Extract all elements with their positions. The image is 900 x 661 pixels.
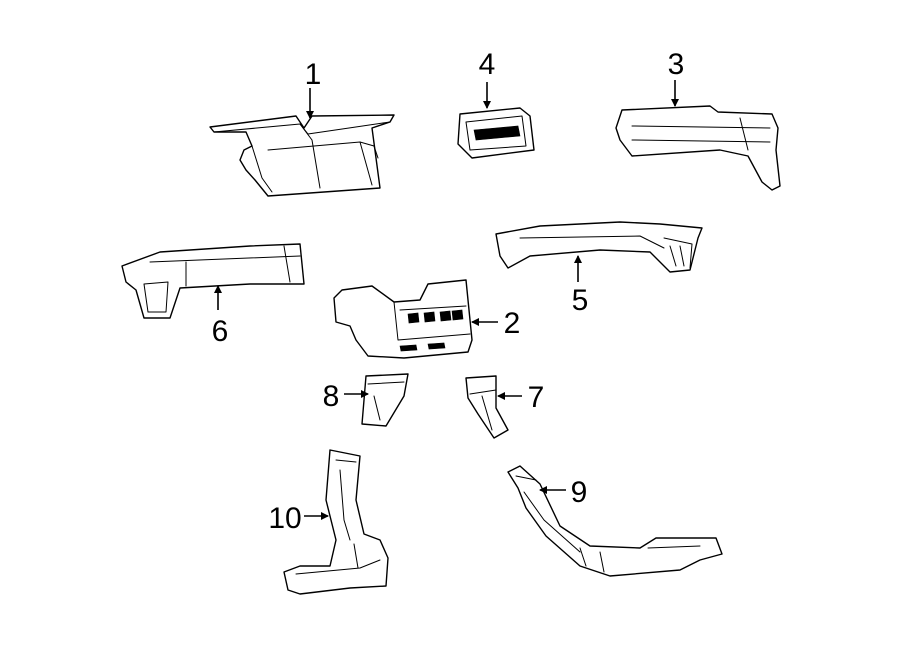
callout-9: 9 — [571, 476, 588, 509]
part-9-floor-duct — [507, 465, 723, 577]
part-5-duct — [495, 221, 703, 273]
callout-3: 3 — [668, 48, 685, 81]
part-1-duct — [209, 114, 395, 197]
callout-labels: 1 2 3 4 5 6 7 8 9 10 — [212, 48, 685, 535]
part-4-vent-bezel — [457, 107, 535, 159]
part-7-adapter — [465, 375, 509, 439]
callout-2: 2 — [504, 307, 521, 340]
part-6-duct — [121, 243, 305, 319]
callout-7: 7 — [528, 381, 545, 414]
callout-1: 1 — [305, 58, 322, 91]
callout-leaders — [214, 80, 679, 520]
part-3-duct — [615, 105, 781, 191]
callout-5: 5 — [572, 284, 589, 317]
part-8-adapter — [361, 373, 409, 427]
callout-8: 8 — [323, 380, 340, 413]
part-2-vent-assembly — [333, 279, 473, 359]
part-10-floor-duct — [283, 449, 389, 595]
callout-6: 6 — [212, 315, 229, 348]
callout-4: 4 — [479, 48, 496, 81]
callout-10: 10 — [268, 502, 301, 535]
